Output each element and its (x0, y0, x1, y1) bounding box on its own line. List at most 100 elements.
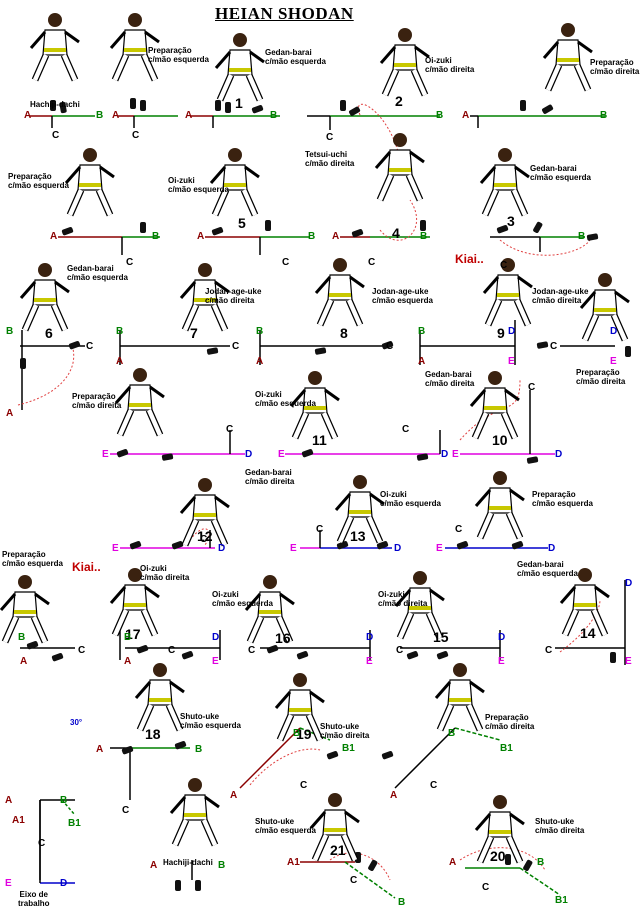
karateka-figure (469, 371, 520, 440)
direction-point: D (555, 449, 563, 460)
footprint (326, 751, 339, 760)
direction-point: A (332, 231, 340, 242)
direction-point: B (96, 110, 104, 121)
diagonal-axis (299, 727, 331, 741)
diagonal-axis (454, 727, 501, 741)
move-label: Hachiji-dachi (163, 858, 213, 867)
kiai-callout: Kiai.. (72, 560, 101, 574)
direction-point: B1 (68, 818, 81, 829)
direction-point: C (326, 132, 334, 143)
direction-point: D (548, 543, 556, 554)
karateka-figure (479, 148, 530, 217)
direction-point: B (60, 795, 68, 806)
direction-point: C (226, 424, 234, 435)
direction-point: A (24, 110, 32, 121)
move-label: Preparação c/mão esquerda (148, 46, 209, 64)
karateka-figure (114, 368, 165, 437)
direction-point: E (290, 543, 297, 554)
direction-point: E (112, 543, 119, 554)
direction-point: C (122, 805, 130, 816)
direction-point: E (625, 656, 632, 667)
direction-point: D (212, 632, 220, 643)
footprint (381, 751, 394, 760)
move-number: 14 (580, 625, 596, 641)
footprint (625, 346, 631, 357)
move-label: Oi-zuki c/mão direita (425, 56, 475, 74)
footprint (314, 347, 327, 355)
direction-point: A (230, 790, 238, 801)
move-number: 9 (497, 325, 505, 341)
direction-point: B (218, 860, 226, 871)
footprint (542, 104, 554, 114)
direction-point: B (420, 231, 428, 242)
move-label: Gedan-barai c/mão esquerda (67, 264, 128, 282)
footprint (68, 341, 81, 350)
footprint (61, 227, 74, 236)
direction-point: E (366, 656, 373, 667)
footprint (161, 453, 174, 461)
turn-arrow (249, 748, 321, 786)
move-label: Preparação c/mão direita (72, 392, 122, 410)
direction-point: B (293, 728, 301, 739)
move-label: Oi-zuki c/mão esquerda (380, 490, 441, 508)
karateka-figure (474, 471, 525, 540)
karateka-figure (474, 795, 525, 864)
footprint (171, 541, 184, 550)
direction-point: A (116, 356, 124, 367)
direction-point: D (245, 449, 253, 460)
karateka-figure (482, 258, 533, 327)
direction-point: B (436, 110, 444, 121)
turn-arrow (17, 344, 75, 406)
footprint (251, 105, 264, 114)
direction-point: D (60, 878, 68, 889)
direction-point: A (185, 110, 193, 121)
karateka-figure (579, 273, 630, 342)
footprint (215, 100, 221, 111)
direction-point: B (600, 110, 608, 121)
footprint (175, 880, 181, 891)
direction-point: A (449, 857, 457, 868)
move-label: Preparação c/mão direita (485, 713, 535, 731)
eixo-axis (61, 799, 76, 816)
direction-point: A (197, 231, 205, 242)
footprint (140, 222, 146, 233)
karateka-figure (314, 258, 365, 327)
direction-point: B (448, 728, 456, 739)
direction-point: D (508, 326, 516, 337)
turn-arrow (357, 103, 401, 161)
karateka-figure (434, 663, 485, 732)
direction-point: C (455, 524, 463, 535)
direction-point: B (195, 744, 203, 755)
direction-point: A (462, 110, 470, 121)
karateka-figure (559, 568, 610, 637)
move-number: 10 (492, 432, 508, 448)
direction-point: A (124, 656, 132, 667)
footprint (526, 456, 539, 464)
direction-point: A (418, 356, 426, 367)
direction-point: C (200, 534, 208, 545)
move-label: Shuto-uke c/mão esquerda (255, 817, 316, 835)
move-number: 7 (190, 325, 198, 341)
footprint (496, 225, 509, 234)
direction-point: C (550, 341, 558, 352)
footprint (136, 645, 149, 654)
footprint (610, 652, 616, 663)
karateka-figure (374, 133, 425, 202)
direction-point: A (150, 860, 158, 871)
direction-point: B (418, 326, 426, 337)
diagonal-axis (344, 861, 396, 899)
karateka-figure (214, 33, 265, 102)
direction-point: B (124, 632, 132, 643)
direction-point: D (498, 632, 506, 643)
direction-point: E (212, 656, 219, 667)
footprint (351, 229, 364, 238)
kiai-callout: Kiai.. (455, 252, 484, 266)
direction-point: B (6, 326, 14, 337)
direction-point: E (102, 449, 109, 460)
move-number: 17 (125, 626, 141, 642)
karateka-figure (334, 475, 385, 544)
direction-point: C (232, 341, 240, 352)
diagonal-axis (239, 727, 301, 789)
karateka-figure (179, 478, 230, 547)
direction-point: B (537, 857, 545, 868)
